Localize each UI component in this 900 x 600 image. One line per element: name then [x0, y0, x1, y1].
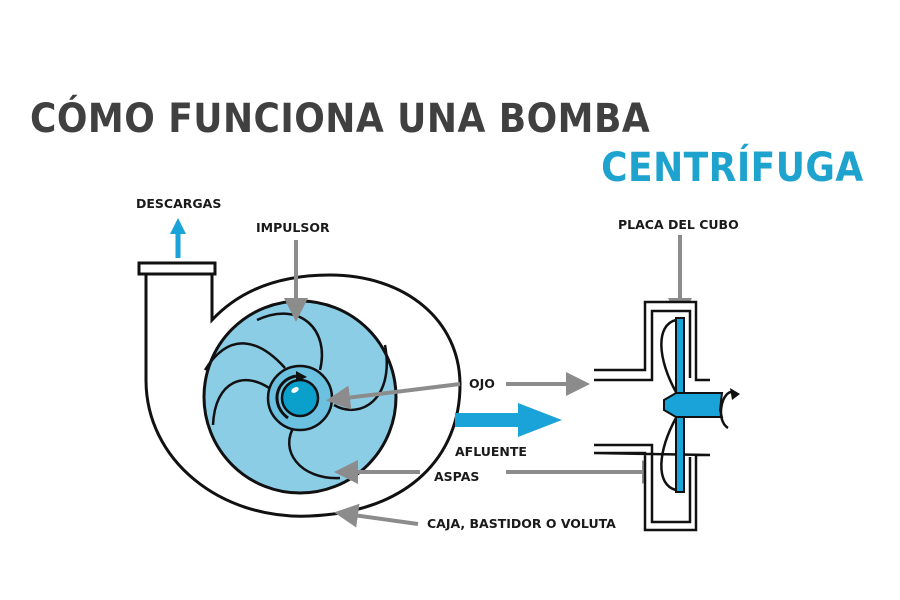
label-inflow: AFLUENTE — [455, 444, 527, 459]
rotation-arrow-icon — [719, 390, 734, 430]
label-casing: CAJA, BASTIDOR O VOLUTA — [427, 516, 616, 531]
label-vanes: ASPAS — [434, 469, 480, 484]
pump-cross-section — [593, 300, 740, 532]
discharge-arrow-icon — [170, 218, 186, 258]
title-line-1: CÓMO FUNCIONA UNA BOMBA — [30, 96, 651, 142]
vane — [288, 424, 341, 480]
discharge-flange — [137, 261, 217, 276]
eye-pointer — [326, 382, 461, 410]
vane — [256, 312, 324, 371]
label-eye: OJO — [469, 376, 495, 391]
title-line-2: CENTRÍFUGA — [601, 145, 864, 191]
label-impeller: IMPULSOR — [256, 220, 330, 235]
inflow-arrow-icon — [455, 403, 562, 437]
rotation-arrow-icon — [275, 374, 297, 420]
vane — [203, 342, 286, 371]
eye — [266, 364, 334, 432]
label-hub-plate: PLACA DEL CUBO — [618, 217, 739, 232]
casing-pointer — [334, 503, 419, 528]
vane — [211, 379, 273, 426]
label-discharge: DESCARGAS — [136, 196, 222, 211]
